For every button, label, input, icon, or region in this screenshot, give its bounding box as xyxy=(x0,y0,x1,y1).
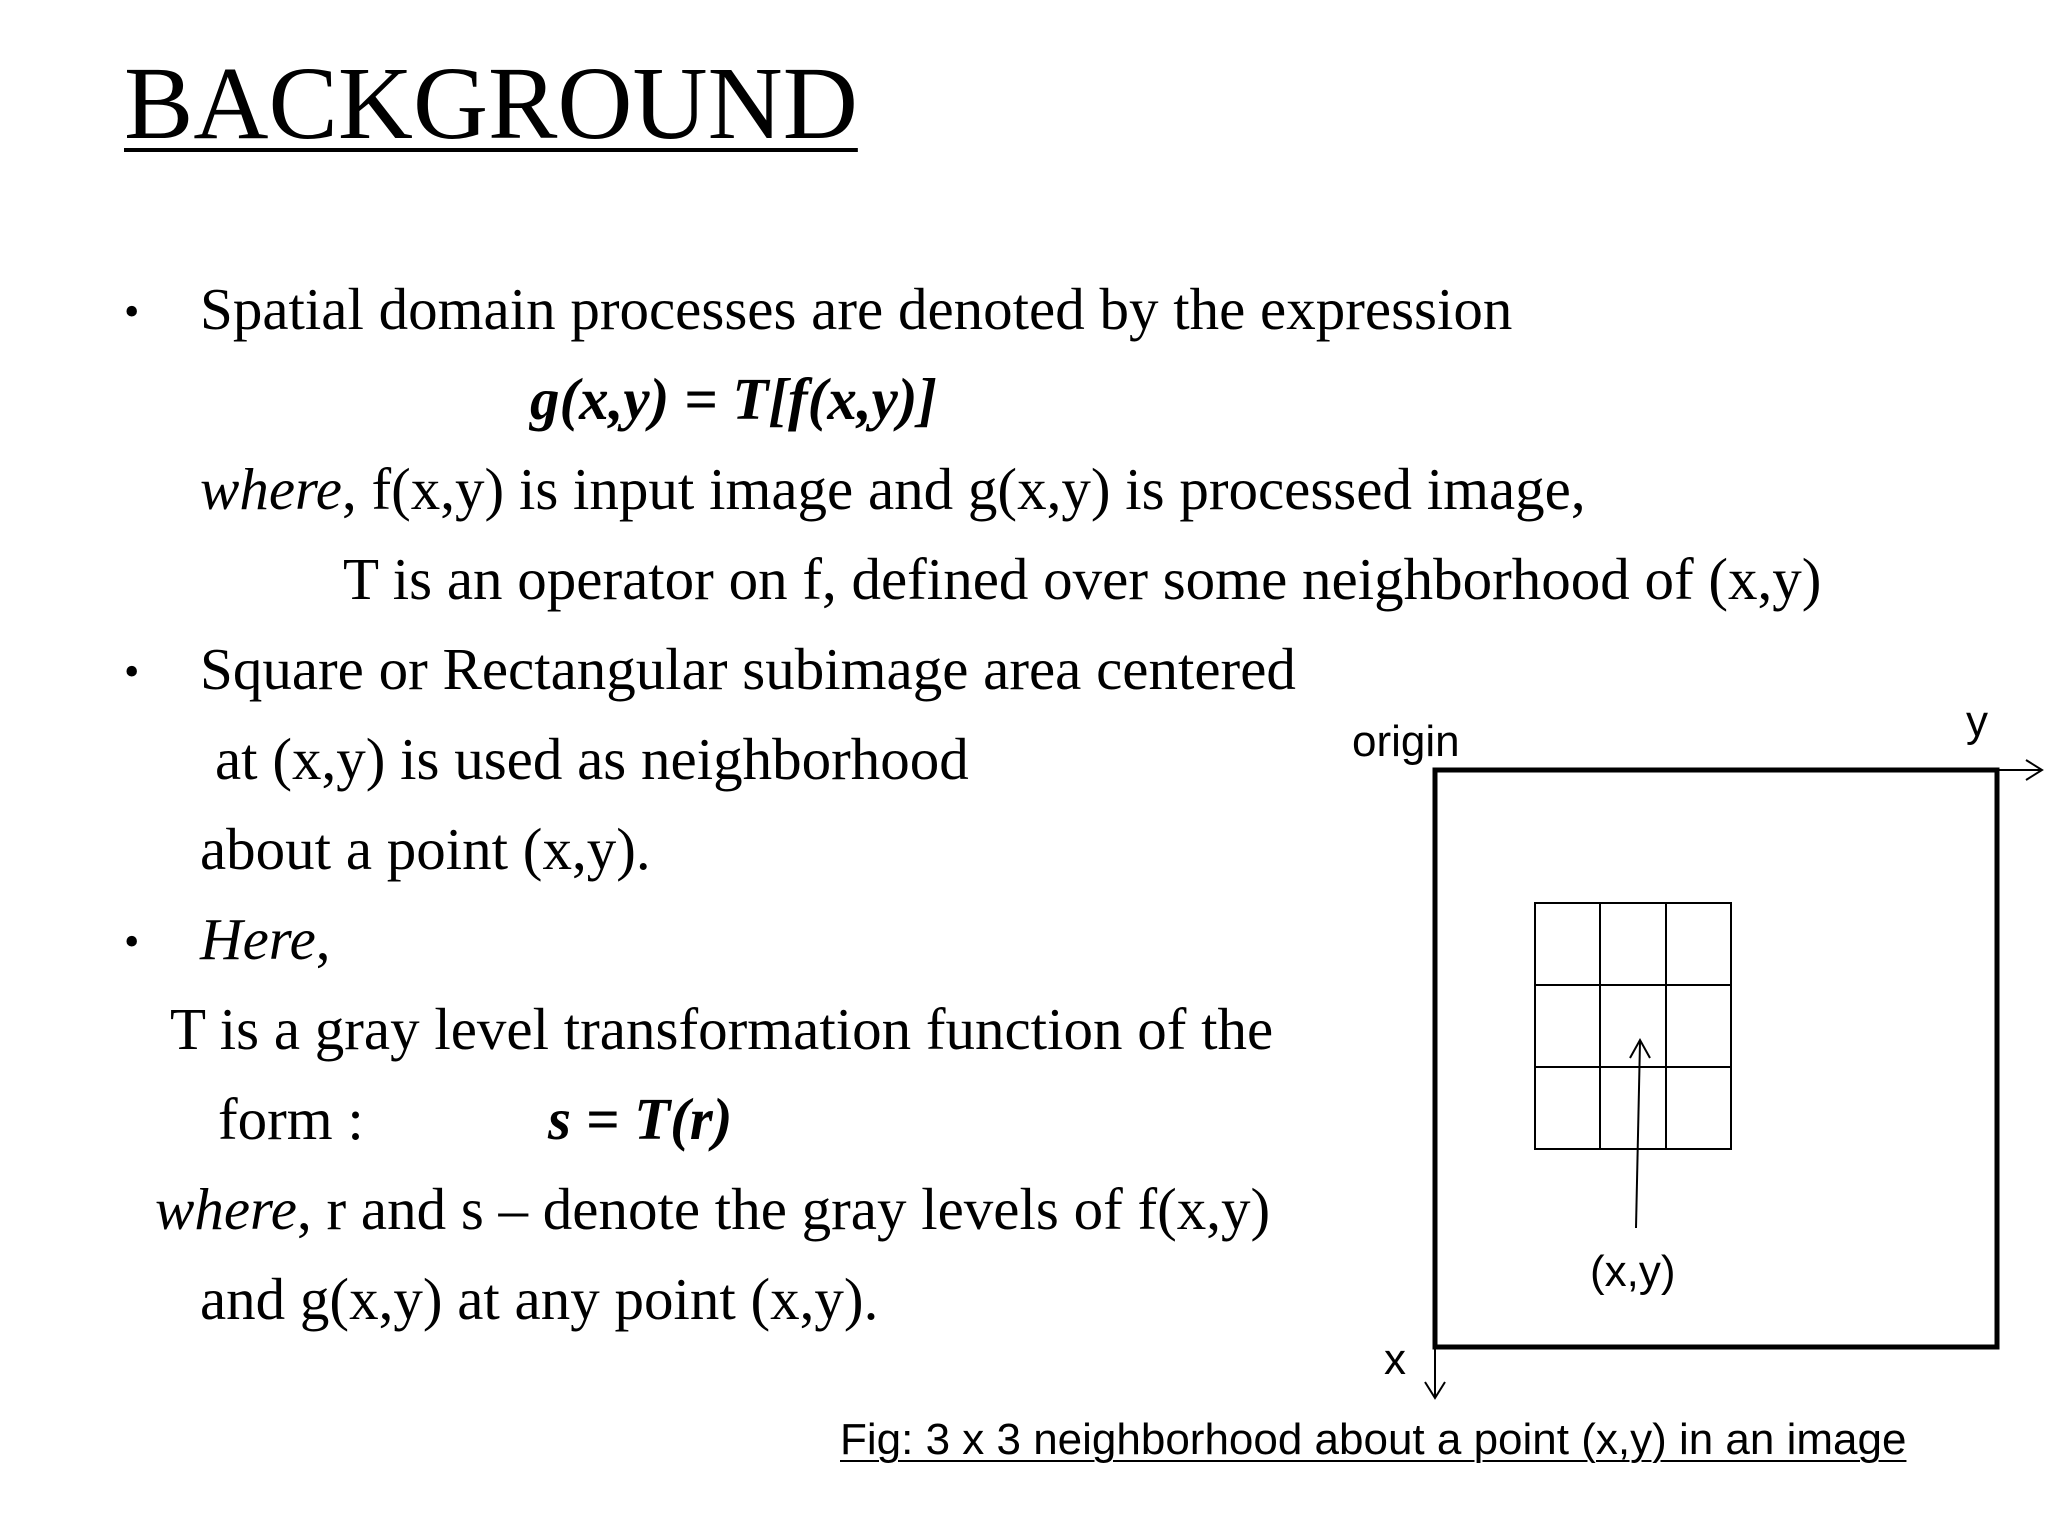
center-pointer-line xyxy=(1635,1041,1641,1229)
image-frame xyxy=(1432,767,2000,1350)
section3-form-expression: s = T(r) xyxy=(548,1086,733,1152)
section3-where-word: where xyxy=(155,1176,297,1242)
bullet-1: • xyxy=(124,287,140,336)
section2-line3: about a point (x,y). xyxy=(200,816,651,882)
y-axis-arrowhead xyxy=(2025,759,2044,781)
section1-where-word: where xyxy=(200,456,342,522)
section2-line2: at (x,y) is used as neighborhood xyxy=(215,726,969,792)
section3-line4-rest: , r and s – denote the gray levels of f(… xyxy=(297,1176,1271,1242)
section1-line3: where, f(x,y) is input image and g(x,y) … xyxy=(200,460,1586,519)
section1-line3-rest: , f(x,y) is input image and g(x,y) is pr… xyxy=(342,456,1586,522)
section3-here-rest: , xyxy=(315,906,331,972)
origin-label: origin xyxy=(1352,717,1460,766)
section2-line1: Square or Rectangular subimage area cent… xyxy=(200,636,1296,702)
section1-line4: T is an operator on f, defined over some… xyxy=(343,546,1822,612)
section1-expression: g(x,y) = T[f(x,y)] xyxy=(530,366,938,432)
center-pointer-arrowhead xyxy=(1629,1037,1651,1059)
x-axis-label: x xyxy=(1384,1335,1406,1384)
x-axis-arrowhead xyxy=(1424,1381,1446,1400)
bullet-3: • xyxy=(124,917,140,966)
section3-here-line: Here, xyxy=(200,910,331,969)
bullet-2: • xyxy=(124,647,140,696)
section3-line4: where, r and s – denote the gray levels … xyxy=(155,1180,1270,1239)
slide-title: BACKGROUND xyxy=(124,46,858,161)
section3-line5: and g(x,y) at any point (x,y). xyxy=(200,1266,879,1332)
neighborhood-grid xyxy=(1534,902,1732,1150)
section3-form-label: form : xyxy=(218,1086,364,1152)
figure-caption: Fig: 3 x 3 neighborhood about a point (x… xyxy=(840,1415,1907,1464)
section1-line1: Spatial domain processes are denoted by … xyxy=(200,276,1513,342)
y-axis-label: y xyxy=(1966,697,1988,746)
section3-here-word: Here xyxy=(200,906,316,972)
point-label: (x,y) xyxy=(1590,1247,1676,1296)
section3-line2: T is a gray level transformation functio… xyxy=(170,996,1274,1062)
